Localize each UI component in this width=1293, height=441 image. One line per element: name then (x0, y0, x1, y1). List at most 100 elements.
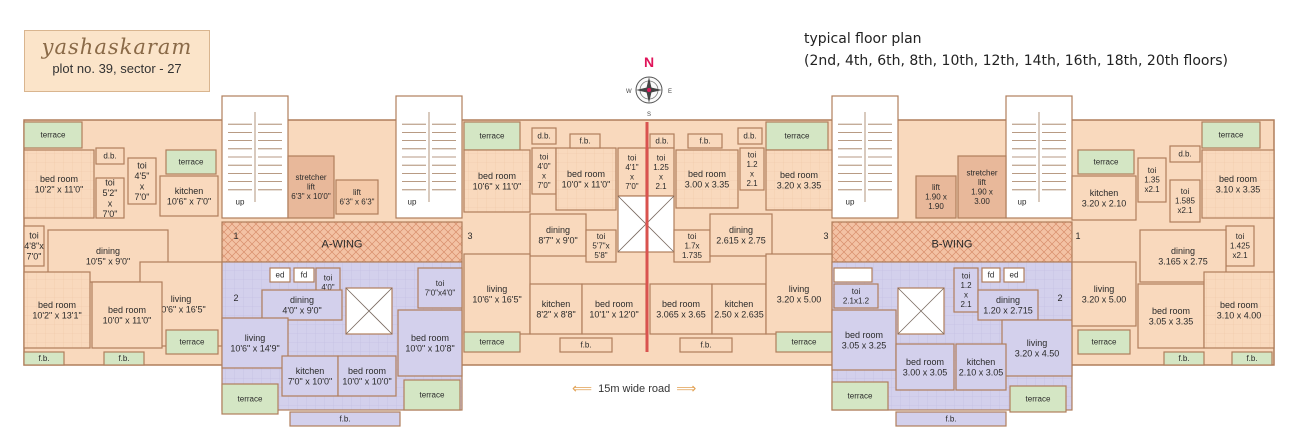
db-c-1-label: d.b. (537, 132, 550, 141)
room-a_dining3 (529, 213, 587, 257)
room-a_toi3 (23, 225, 45, 267)
terrace-c-1 (463, 121, 521, 151)
room-a_bed5 (337, 355, 397, 397)
room-a_lift (335, 179, 379, 215)
room-b_bed7 (1137, 283, 1205, 349)
db-b-1-label: d.b. (1178, 150, 1191, 159)
wing-a-label: A-WING (322, 239, 363, 251)
room-a_bed1 (23, 149, 95, 219)
room-b_bed2 (765, 149, 833, 211)
ed-a (269, 267, 291, 283)
room-a_kitchen3 (529, 283, 583, 335)
stair-a-left-steps (228, 112, 282, 202)
terrace-b-5-label: terrace (1092, 338, 1117, 347)
terrace-b-3-label: terrace (1094, 158, 1119, 167)
road-label: ⟸ 15m wide road ⟹ (572, 380, 696, 397)
terrace-c-4-label: terrace (792, 338, 817, 347)
db-a-1 (95, 147, 125, 165)
room-a_bed8 (581, 283, 647, 335)
fb-c-1-label: f.b. (579, 137, 590, 146)
terrace-a-2 (165, 149, 217, 175)
project-logo: yashaskaram plot no. 39, sector - 27 (24, 30, 210, 92)
terrace-b-2-label: terrace (1026, 395, 1051, 404)
stair-b-left-steps (838, 112, 892, 202)
fd-a-label: fd (301, 271, 308, 280)
lobby-b (831, 221, 1073, 263)
room-b_living2 (1001, 319, 1073, 377)
room-a_kitchen2 (281, 355, 339, 397)
node-c-3b: 3 (823, 231, 828, 241)
terrace-c-3-label: terrace (480, 338, 505, 347)
node-b-2: 2 (1057, 293, 1062, 303)
compass-west: W (626, 89, 632, 95)
fb-b-2 (1163, 351, 1205, 366)
db-c-1 (531, 127, 557, 145)
fb-a-1-label: f.b. (38, 354, 49, 363)
terrace-a-3 (165, 329, 219, 355)
terrace-a-4 (221, 383, 279, 415)
stair-b-right-steps (1012, 112, 1066, 202)
room-a_toi6 (531, 147, 557, 195)
db-c-3-label: d.b. (743, 132, 756, 141)
shaft-a-cross (345, 287, 393, 335)
room-b_dining1 (709, 213, 773, 257)
fb-c-3 (559, 337, 613, 353)
fb-c-2 (687, 133, 723, 149)
room-b_toi6 (1137, 157, 1167, 203)
terrace-a-1-label: terrace (41, 131, 66, 140)
room-a_bed3 (91, 281, 163, 349)
terrace-b-5 (1077, 329, 1131, 355)
fb-b-1-label: f.b. (945, 415, 956, 424)
room-a_living3 (463, 253, 531, 335)
terrace-a-1 (23, 121, 83, 149)
plan-title-line1: typical floor plan (804, 31, 922, 47)
terrace-c-2 (765, 121, 829, 151)
fb-c-3-label: f.b. (580, 341, 591, 350)
fb-a-2 (103, 351, 145, 366)
node-a-2: 2 (233, 293, 238, 303)
project-name: yashaskaram (41, 35, 193, 59)
terrace-a-3-label: terrace (180, 338, 205, 347)
room-b_stretcher (957, 155, 1007, 219)
room-b_lift (915, 175, 957, 219)
stair-up-label-4: up (1018, 198, 1027, 207)
fb-b-2-label: f.b. (1178, 354, 1189, 363)
node-b-1: 1 (1075, 231, 1080, 241)
room-b_living3 (1071, 261, 1137, 327)
room-a_bed4 (397, 309, 463, 377)
room-b_bed6 (1201, 149, 1275, 219)
shaft-b-cross (897, 287, 945, 335)
